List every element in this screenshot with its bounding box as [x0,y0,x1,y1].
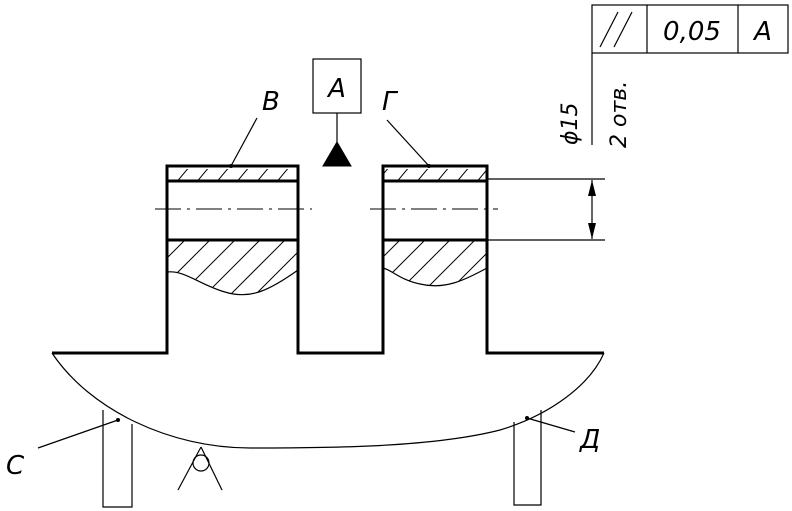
leader-c: С [6,418,120,481]
label-c: С [6,451,25,481]
leader-d: Д [525,416,600,455]
datum-triangle-icon [322,141,352,167]
diameter-dimension [487,178,605,241]
hatch-left-bottom [167,240,298,295]
support-left [102,410,133,508]
label-d: Д [579,425,600,455]
datum-a-label: A [326,74,346,104]
label-g: Г [382,87,399,117]
leader-b: В [229,87,280,168]
label-b: В [262,87,280,117]
tolerance-value: 0,05 [663,17,721,47]
leader-g: Г [382,87,431,168]
break-line-right [382,267,488,287]
diameter-label: ϕ15 [558,102,583,145]
break-line-left [166,269,299,296]
pin-support-icon [177,446,223,491]
hatch-right-bottom [383,240,487,286]
tolerance-frame: 0,05 A [591,4,789,145]
datum-a-box: A [312,58,362,167]
parallelism-symbol [599,11,633,48]
part-outline [51,164,605,449]
hatch-left-top [167,169,298,181]
tolerance-datum: A [752,17,772,47]
hole-count-label: 2 отв. [607,81,632,148]
support-right [513,410,542,506]
hatch-right-top [383,169,487,181]
